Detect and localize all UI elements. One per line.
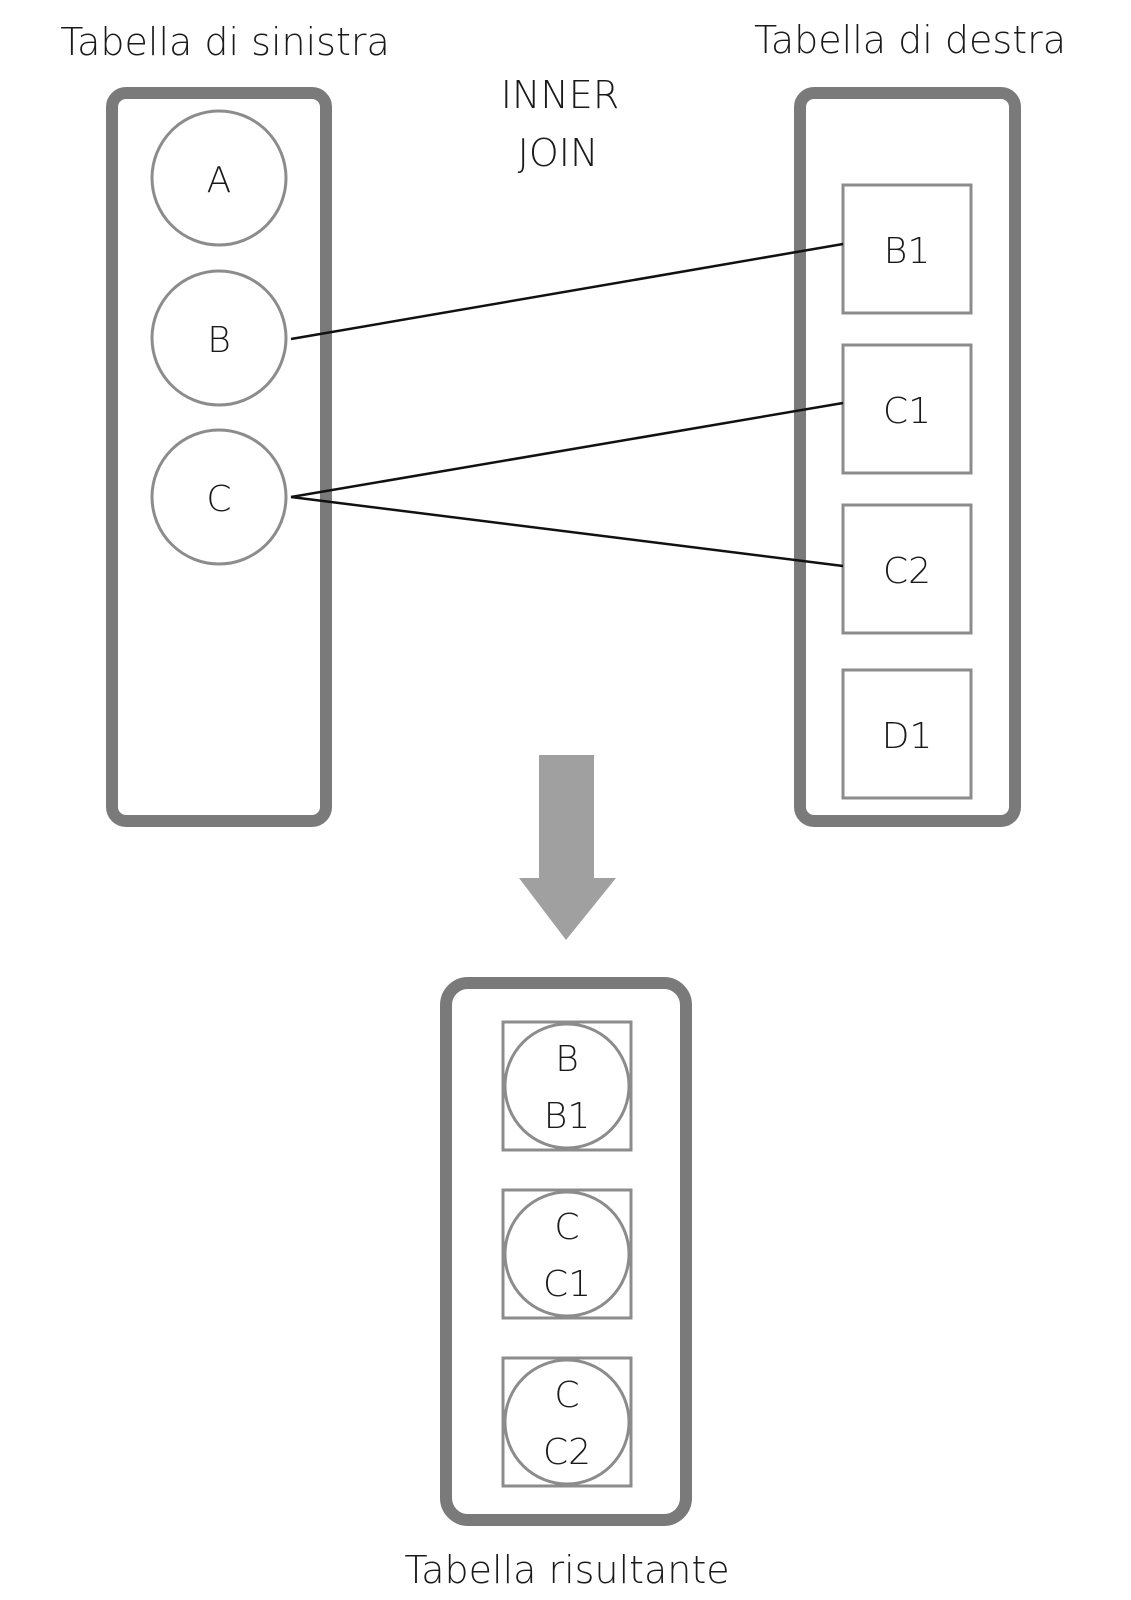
result-table-title: Tabella risultante [404, 1548, 729, 1592]
right-row-label: B1 [884, 231, 930, 272]
join-label-line2: JOIN [518, 131, 599, 175]
left-row-label: C [206, 479, 231, 520]
result-row-3: C C2 [501, 1356, 633, 1488]
right-row-label: C1 [883, 391, 931, 432]
right-row-label: D1 [882, 716, 933, 757]
down-arrow-icon [519, 755, 616, 940]
left-row-label: B [207, 320, 231, 361]
result-row-left-label: B [555, 1039, 579, 1080]
result-row-right-label: C1 [543, 1264, 591, 1305]
result-table-container [440, 977, 692, 1526]
connection-line-b-b1 [290, 242, 844, 341]
right-row-c2: C2 [841, 503, 973, 635]
result-row-right-label: C2 [543, 1432, 591, 1473]
right-row-c1: C1 [841, 343, 973, 475]
result-row-left-label: C [554, 1207, 579, 1248]
result-row-left-label: C [554, 1375, 579, 1416]
right-row-b1: B1 [841, 183, 973, 315]
right-row-label: C2 [883, 551, 931, 592]
result-row-right-label: B1 [544, 1096, 590, 1137]
left-table-container [106, 87, 332, 827]
left-row-label: A [207, 160, 232, 201]
join-label-line1: INNER [501, 73, 619, 117]
left-row-c: C [150, 428, 288, 566]
result-row-1: B B1 [501, 1020, 633, 1152]
right-table-title: Tabella di destra [754, 18, 1066, 62]
left-row-b: B [150, 269, 288, 407]
left-row-a: A [150, 109, 288, 247]
right-table-container [794, 87, 1021, 827]
right-row-d1: D1 [841, 668, 973, 800]
connection-line-c-c1 [290, 401, 844, 499]
result-row-2: C C1 [501, 1188, 633, 1320]
connection-line-c-c2 [290, 495, 844, 568]
left-table-title: Tabella di sinistra [60, 20, 390, 64]
